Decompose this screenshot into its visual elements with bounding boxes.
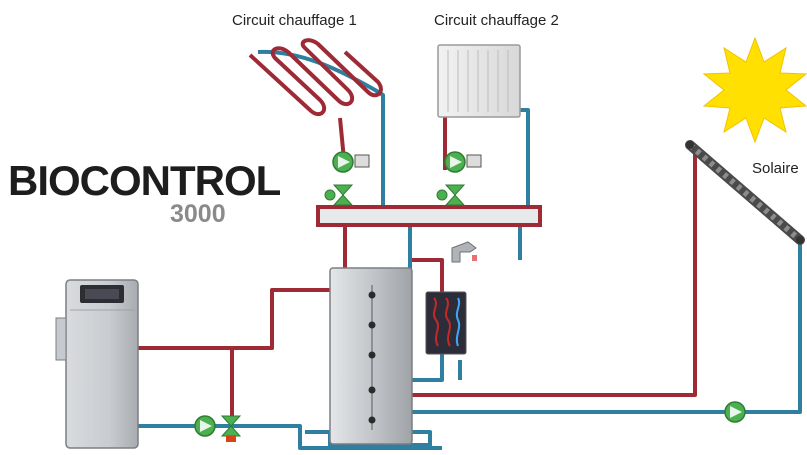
- cold-pipes: [138, 49, 802, 450]
- circuit-2-label: Circuit chauffage 2: [434, 12, 559, 29]
- storage-tank: [329, 267, 413, 445]
- distribution-manifold: [316, 205, 542, 227]
- brand-logo: BIOCONTROL: [8, 157, 281, 204]
- sun-icon: [702, 36, 807, 144]
- pump-circuit-2: [444, 151, 482, 173]
- hot-pipes: [138, 38, 697, 420]
- mixing-valve-circuit-2: [436, 184, 466, 206]
- dhw-heat-exchanger: [425, 291, 467, 355]
- solar-label: Solaire: [752, 160, 799, 177]
- pump-circuit-1: [332, 151, 370, 173]
- biomass-boiler: [55, 279, 139, 449]
- radiator: [437, 44, 521, 118]
- boiler-valve: [220, 415, 242, 442]
- circuit-1-label: Circuit chauffage 1: [232, 12, 357, 29]
- boiler-pump: [194, 415, 216, 437]
- solar-collector: [685, 140, 805, 245]
- mixing-valve-circuit-1: [324, 184, 354, 206]
- brand-model: 3000: [170, 200, 226, 228]
- faucet-icon: [451, 241, 477, 263]
- solar-pump: [724, 401, 746, 423]
